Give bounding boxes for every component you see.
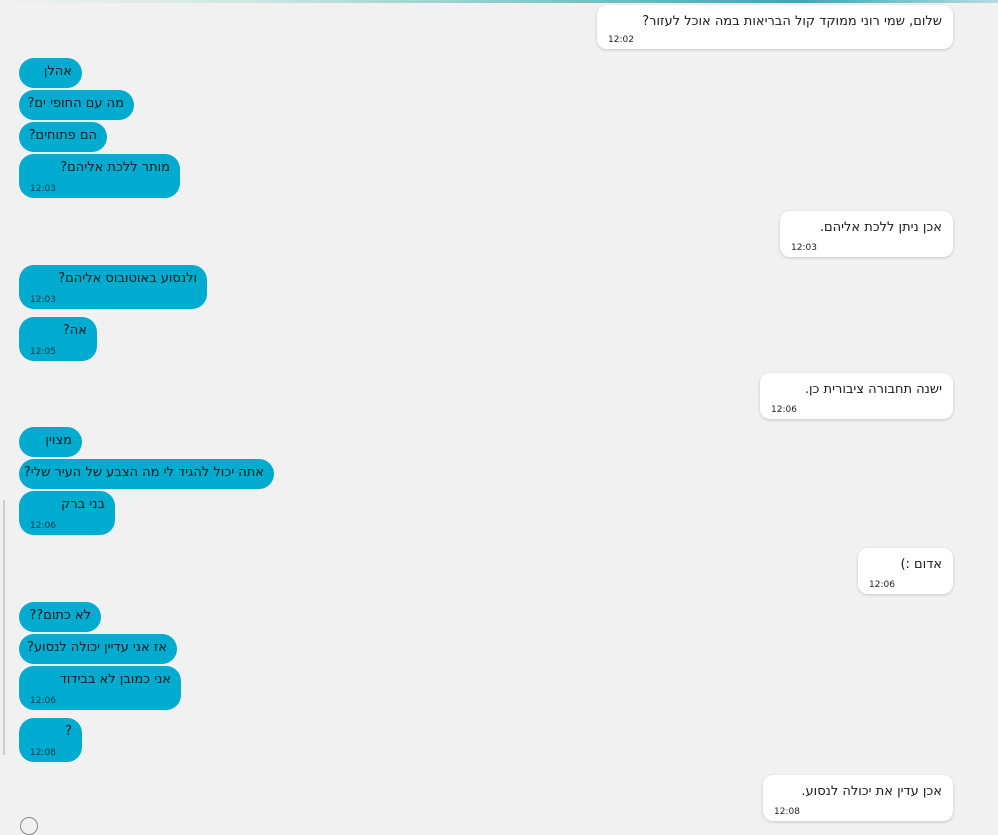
- message-bubble-incoming: אה? 12:05: [19, 317, 97, 361]
- message-text: שלום, שמי רוני ממוקד קול הבריאות במה אוכ…: [642, 14, 942, 29]
- message-bubble-outgoing: אכן ניתן ללכת אליהם. 12:03: [780, 211, 953, 257]
- message-time: 12:02: [608, 35, 634, 45]
- circle-icon[interactable]: [20, 817, 38, 835]
- message-text: בני ברק: [61, 497, 105, 512]
- message-text: אדום :): [900, 557, 942, 572]
- message-text: ישנה תחבורה ציבורית כן.: [804, 382, 942, 397]
- message-time: 12:06: [771, 405, 797, 415]
- message-bubble-incoming: מצוין: [19, 427, 82, 457]
- message-bubble-incoming: ? 12:08: [19, 718, 82, 762]
- message-text: אז אני עדיין יכולה לנסוע?: [27, 640, 167, 655]
- message-text: אכן ניתן ללכת אליהם.: [819, 220, 942, 235]
- message-time: 12:03: [30, 184, 56, 194]
- message-bubble-incoming: לא כתום??: [19, 602, 101, 632]
- message-bubble-outgoing: שלום, שמי רוני ממוקד קול הבריאות במה אוכ…: [597, 5, 953, 49]
- message-time: 12:08: [30, 748, 56, 758]
- message-text: אתה יכול להגיד לי מה הצבע של העיר שלי?: [23, 465, 264, 480]
- message-time: 12:03: [791, 243, 817, 253]
- message-time: 12:03: [30, 295, 56, 305]
- top-accent-line: [0, 0, 998, 3]
- message-bubble-incoming: אתה יכול להגיד לי מה הצבע של העיר שלי?: [19, 459, 274, 489]
- message-bubble-incoming: מה עם החופי ים?: [19, 90, 134, 120]
- message-bubble-incoming: ולנסוע באוטובוס אליהם? 12:03: [19, 265, 207, 309]
- message-text: מה עם החופי ים?: [27, 96, 124, 111]
- scrollbar-track[interactable]: [3, 500, 5, 755]
- message-text: לא כתום??: [29, 608, 91, 623]
- message-text: ?: [65, 724, 72, 739]
- message-bubble-outgoing: אדום :) 12:06: [858, 548, 953, 594]
- message-time: 12:08: [774, 807, 800, 817]
- message-time: 12:06: [30, 521, 56, 531]
- message-text: אה?: [62, 323, 87, 338]
- message-text: הם פתוחים?: [28, 128, 97, 143]
- message-bubble-incoming: אני כמובן לא בבידוד 12:06: [19, 666, 181, 710]
- message-time: 12:05: [30, 347, 56, 357]
- message-text: אהלן: [43, 64, 72, 79]
- message-bubble-incoming: אז אני עדיין יכולה לנסוע?: [19, 634, 177, 664]
- message-text: מצוין: [45, 433, 72, 448]
- message-bubble-incoming: הם פתוחים?: [19, 122, 107, 152]
- message-bubble-outgoing: אכן עדין את יכולה לנסוע. 12:08: [763, 775, 953, 821]
- message-text: מותר ללכת אליהם?: [60, 160, 170, 175]
- message-text: אכן עדין את יכולה לנסוע.: [801, 784, 942, 799]
- message-bubble-incoming: אהלן: [19, 58, 82, 88]
- message-text: אני כמובן לא בבידוד: [59, 672, 171, 687]
- message-bubble-outgoing: ישנה תחבורה ציבורית כן. 12:06: [760, 373, 953, 419]
- message-time: 12:06: [30, 696, 56, 706]
- message-text: ולנסוע באוטובוס אליהם?: [58, 271, 197, 286]
- message-time: 12:06: [869, 580, 895, 590]
- message-bubble-incoming: מותר ללכת אליהם? 12:03: [19, 154, 180, 198]
- message-bubble-incoming: בני ברק 12:06: [19, 491, 115, 535]
